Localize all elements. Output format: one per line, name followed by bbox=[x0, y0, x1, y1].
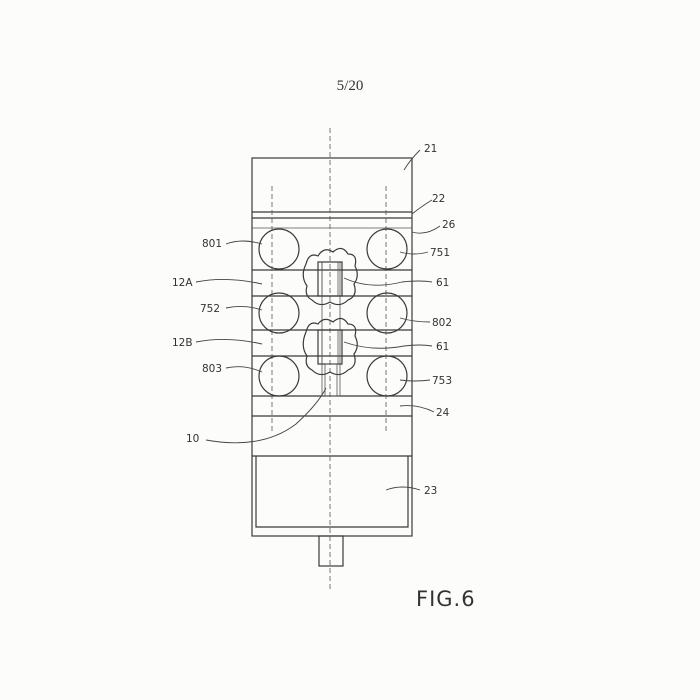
ref-26: 26 bbox=[442, 219, 456, 231]
leader-21 bbox=[403, 149, 421, 171]
leader-751 bbox=[399, 251, 429, 255]
ref-23: 23 bbox=[424, 485, 437, 497]
ref-22: 22 bbox=[432, 193, 445, 205]
leader-23 bbox=[385, 486, 421, 491]
leader-61-lower bbox=[343, 341, 433, 349]
leader-752 bbox=[225, 305, 263, 311]
roller-801 bbox=[258, 228, 300, 270]
leader-61-upper bbox=[343, 277, 433, 286]
ref-10: 10 bbox=[186, 433, 199, 445]
leader-22 bbox=[411, 199, 433, 215]
ref-61-upper: 61 bbox=[436, 277, 449, 289]
leader-12b bbox=[195, 338, 263, 345]
roller-803 bbox=[258, 355, 300, 397]
output-shaft bbox=[318, 535, 344, 567]
leader-10 bbox=[205, 387, 327, 444]
cutaway-upper bbox=[302, 247, 358, 306]
roller-802 bbox=[366, 292, 408, 334]
ref-752: 752 bbox=[200, 303, 220, 315]
ref-801: 801 bbox=[202, 238, 222, 250]
leader-12a bbox=[195, 278, 263, 285]
ref-753: 753 bbox=[432, 375, 452, 387]
leader-24 bbox=[399, 405, 435, 413]
leader-803 bbox=[225, 366, 263, 373]
ref-802: 802 bbox=[432, 317, 452, 329]
roller-751 bbox=[366, 228, 408, 270]
leader-801 bbox=[225, 240, 263, 245]
leader-802 bbox=[399, 317, 431, 323]
ref-24: 24 bbox=[436, 407, 450, 419]
ref-12a: 12A bbox=[172, 277, 193, 289]
ref-751: 751 bbox=[430, 247, 450, 259]
ref-12b: 12B bbox=[172, 337, 193, 349]
ref-21: 21 bbox=[424, 143, 437, 155]
page-number: 5/20 bbox=[336, 78, 364, 94]
housing-outline bbox=[251, 157, 413, 537]
leader-26 bbox=[411, 225, 441, 234]
ref-803: 803 bbox=[202, 363, 222, 375]
figure-label: FIG.6 bbox=[416, 587, 476, 611]
ref-61-lower: 61 bbox=[436, 341, 449, 353]
shaft-lower-segment bbox=[324, 363, 338, 397]
leader-753 bbox=[399, 379, 431, 382]
gear-61-upper bbox=[317, 261, 343, 297]
base-23-inner bbox=[255, 456, 409, 528]
cutaway-lower bbox=[302, 317, 358, 376]
roller-753 bbox=[366, 355, 408, 397]
roller-752 bbox=[258, 292, 300, 334]
